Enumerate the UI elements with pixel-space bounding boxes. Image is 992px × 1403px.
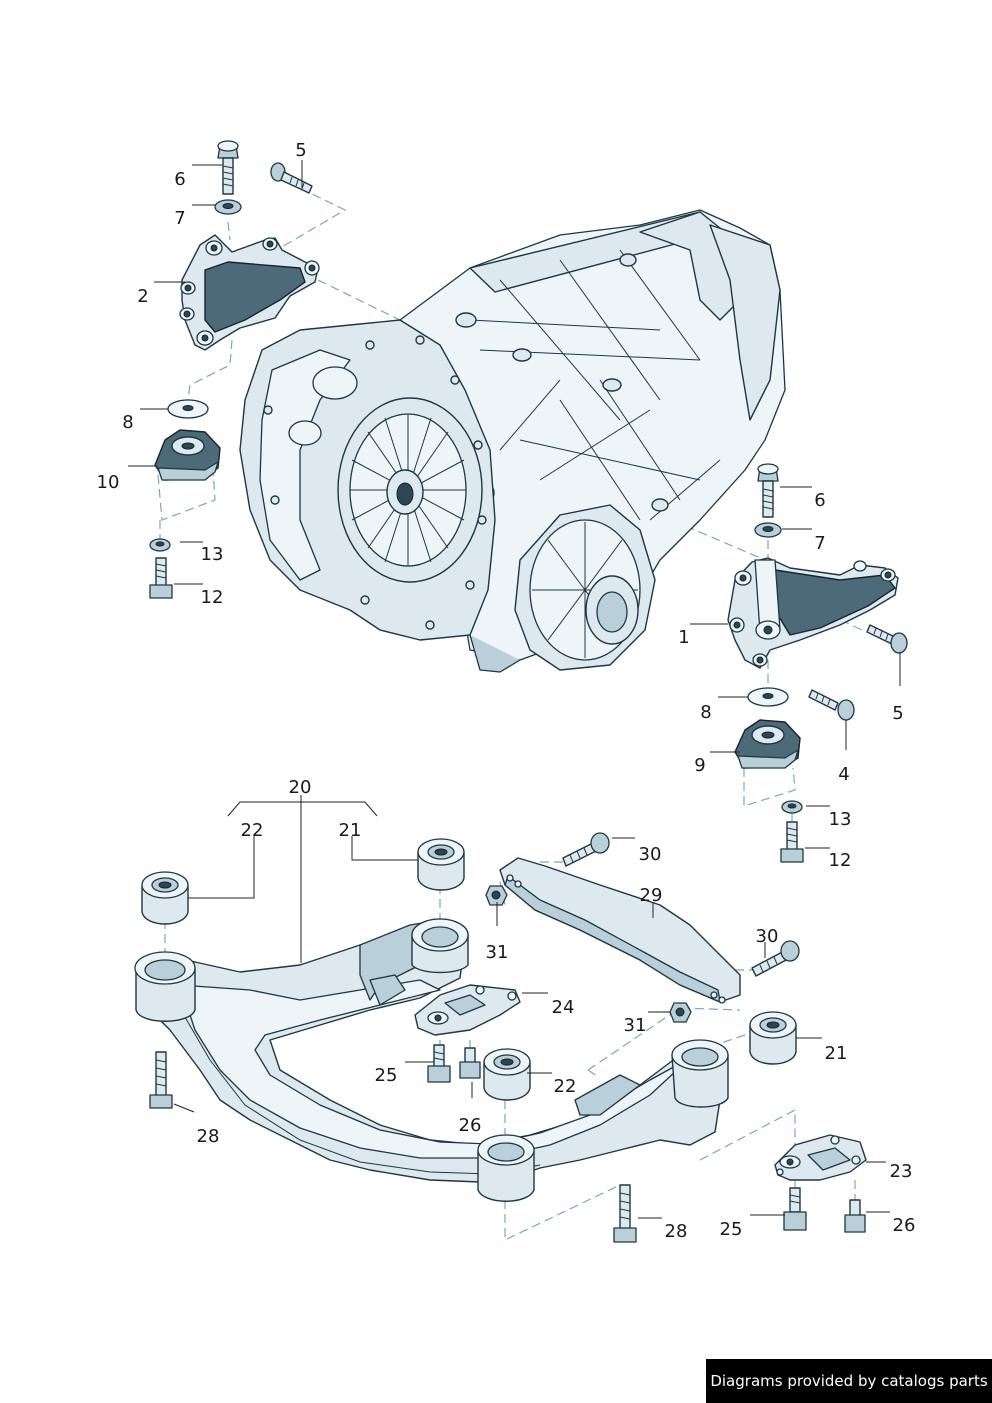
plate-23 — [774, 1134, 867, 1181]
label-31-right: 31 — [624, 1015, 647, 1036]
mount-bracket-left — [179, 234, 320, 351]
washer-13-left — [149, 538, 171, 552]
bolt-6-left — [217, 140, 239, 195]
plate-24 — [414, 984, 521, 1036]
label-10: 10 — [97, 472, 120, 493]
label-8-left: 8 — [122, 412, 133, 433]
washer-7-right — [754, 522, 782, 538]
bolt-25-center — [427, 1044, 451, 1083]
bushing-22-left — [141, 871, 189, 925]
washer-8-right — [747, 687, 789, 707]
leader-lines — [128, 160, 901, 1219]
label-4: 4 — [838, 764, 849, 785]
bushing-21-top — [417, 838, 465, 891]
label-6-left: 6 — [174, 169, 185, 190]
bolt-26-center — [459, 1047, 481, 1079]
callout-labels: 5 6 7 2 8 10 13 12 6 7 1 5 8 4 9 13 12 2… — [97, 140, 916, 1242]
label-21-right: 21 — [825, 1043, 848, 1064]
label-22-top: 22 — [241, 820, 264, 841]
bolt-30-right — [751, 940, 800, 977]
bolt-12-left — [149, 557, 173, 599]
bolt-5-left — [270, 162, 313, 194]
bolt-25-right — [783, 1187, 807, 1231]
bolt-12-right — [780, 821, 804, 863]
rubber-mount-9 — [734, 719, 801, 769]
bolt-26-right — [844, 1199, 866, 1233]
label-13-right: 13 — [829, 809, 852, 830]
label-26-right: 26 — [893, 1215, 916, 1236]
bushing-22-center — [483, 1048, 531, 1101]
bolt-5-right — [866, 624, 908, 654]
label-9: 9 — [694, 755, 705, 776]
label-30-top: 30 — [639, 844, 662, 865]
label-12-left: 12 — [201, 587, 224, 608]
label-31-top: 31 — [486, 942, 509, 963]
label-5-right: 5 — [892, 703, 903, 724]
label-5-left: 5 — [295, 140, 306, 161]
label-25-center: 25 — [375, 1065, 398, 1086]
bolt-6-right — [757, 463, 779, 518]
washer-8-left — [167, 399, 209, 419]
label-7-right: 7 — [814, 533, 825, 554]
label-2: 2 — [137, 286, 148, 307]
label-24: 24 — [552, 997, 575, 1018]
label-21-top: 21 — [339, 820, 362, 841]
credit-banner: Diagrams provided by catalogs parts — [706, 1359, 992, 1403]
bolt-4 — [808, 689, 855, 721]
strut-29 — [499, 857, 741, 1004]
nut-31-right — [669, 1002, 692, 1023]
label-12-right: 12 — [829, 850, 852, 871]
label-28-left: 28 — [197, 1126, 220, 1147]
nut-31-top — [485, 885, 508, 906]
label-30-right: 30 — [756, 926, 779, 947]
washer-7-left — [214, 199, 242, 215]
rubber-mount-10 — [154, 429, 221, 481]
label-6-right: 6 — [814, 490, 825, 511]
label-8-right: 8 — [700, 702, 711, 723]
label-26-center: 26 — [459, 1115, 482, 1136]
label-1: 1 — [678, 627, 689, 648]
bolt-30-top — [562, 832, 610, 867]
label-23: 23 — [890, 1161, 913, 1182]
crossmember — [134, 918, 729, 1202]
label-20: 20 — [289, 777, 312, 798]
label-29: 29 — [640, 885, 663, 906]
transmission-housing — [239, 209, 786, 673]
label-13-left: 13 — [201, 544, 224, 565]
label-7-left: 7 — [174, 208, 185, 229]
washer-13-right — [781, 800, 803, 814]
label-25-right: 25 — [720, 1219, 743, 1240]
mount-bracket-right — [727, 557, 899, 669]
bolt-28-bottom — [613, 1184, 637, 1243]
bushing-21-right — [749, 1011, 797, 1065]
label-22-center: 22 — [554, 1076, 577, 1097]
label-28-bottom: 28 — [665, 1221, 688, 1242]
bolt-28-left — [149, 1051, 173, 1109]
